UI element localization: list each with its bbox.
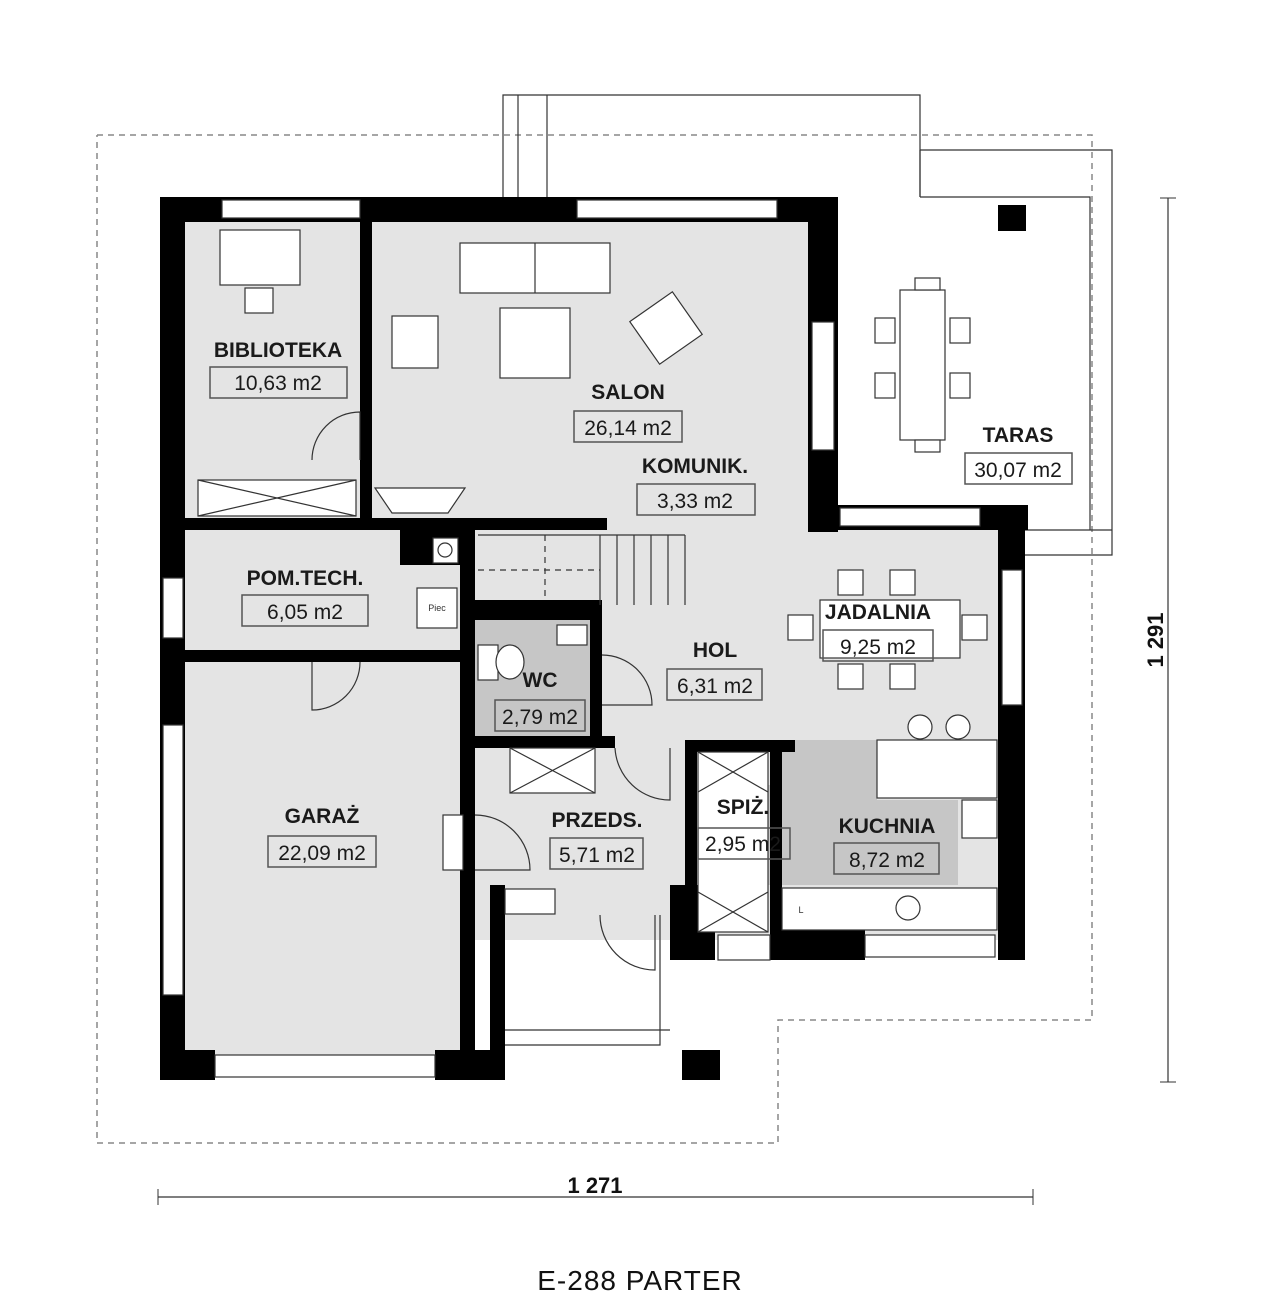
room-name: KUCHNIA	[839, 815, 936, 838]
room-taras: TARAS 30,07 m2	[964, 424, 1073, 485]
room-hol: HOL 6,31 m2	[666, 639, 763, 701]
room-komunik: KOMUNIK. 3,33 m2	[636, 455, 756, 516]
porch-top	[502, 94, 921, 197]
dimension-width: 1 271	[157, 1173, 1034, 1205]
room-biblioteka: BIBLIOTEKA 10,63 m2	[209, 339, 348, 399]
terrace-column	[998, 205, 1026, 231]
room-name: JADALNIA	[825, 601, 931, 624]
room-area: 9,25 m2	[840, 636, 916, 659]
room-name: BIBLIOTEKA	[214, 339, 342, 362]
room-wc: WC 2,79 m2	[494, 669, 586, 732]
room-area: 6,05 m2	[267, 601, 343, 624]
plan-title: E-288 PARTER	[537, 1265, 742, 1296]
roof-outline	[96, 134, 1093, 1144]
room-name: GARAŻ	[285, 805, 360, 828]
terrace-outline	[919, 149, 1113, 556]
room-spiz: SPIŻ. 2,95 m2	[697, 796, 791, 860]
room-name: POM.TECH.	[247, 567, 364, 590]
furnace-label: Piec	[428, 603, 446, 613]
room-area: 22,09 m2	[278, 842, 366, 865]
room-area: 5,71 m2	[559, 844, 635, 867]
windows	[162, 199, 1023, 1078]
room-pomtech: POM.TECH. 6,05 m2	[241, 567, 369, 627]
room-area: 2,79 m2	[502, 706, 578, 729]
room-area: 6,31 m2	[677, 675, 753, 698]
room-area: 10,63 m2	[234, 372, 322, 395]
room-name: HOL	[693, 639, 738, 662]
room-garaz: GARAŻ 22,09 m2	[267, 805, 377, 868]
room-name: SPIŻ.	[717, 796, 770, 819]
room-name: SALON	[591, 381, 665, 404]
room-area: 2,95 m2	[705, 833, 781, 856]
sink-label: L	[798, 905, 803, 915]
room-area: 8,72 m2	[849, 849, 925, 872]
room-salon: SALON 26,14 m2	[573, 381, 683, 443]
room-area: 26,14 m2	[584, 417, 672, 440]
room-area: 3,33 m2	[657, 490, 733, 513]
dimension-height: 1 291	[1143, 197, 1176, 1083]
room-name: WC	[523, 669, 558, 692]
furniture	[197, 229, 998, 1046]
room-kuchnia: KUCHNIA 8,72 m2	[833, 815, 940, 875]
room-name: PRZEDS.	[551, 809, 642, 832]
dimension-height-label: 1 291	[1143, 612, 1168, 667]
room-name: KOMUNIK.	[642, 455, 748, 478]
room-przeds: PRZEDS. 5,71 m2	[549, 809, 644, 870]
dimension-width-label: 1 271	[567, 1173, 622, 1198]
room-area: 30,07 m2	[974, 459, 1062, 482]
room-jadalnia: JADALNIA 9,25 m2	[822, 601, 934, 662]
kitchen-floor	[780, 740, 958, 885]
room-name: TARAS	[983, 424, 1054, 447]
